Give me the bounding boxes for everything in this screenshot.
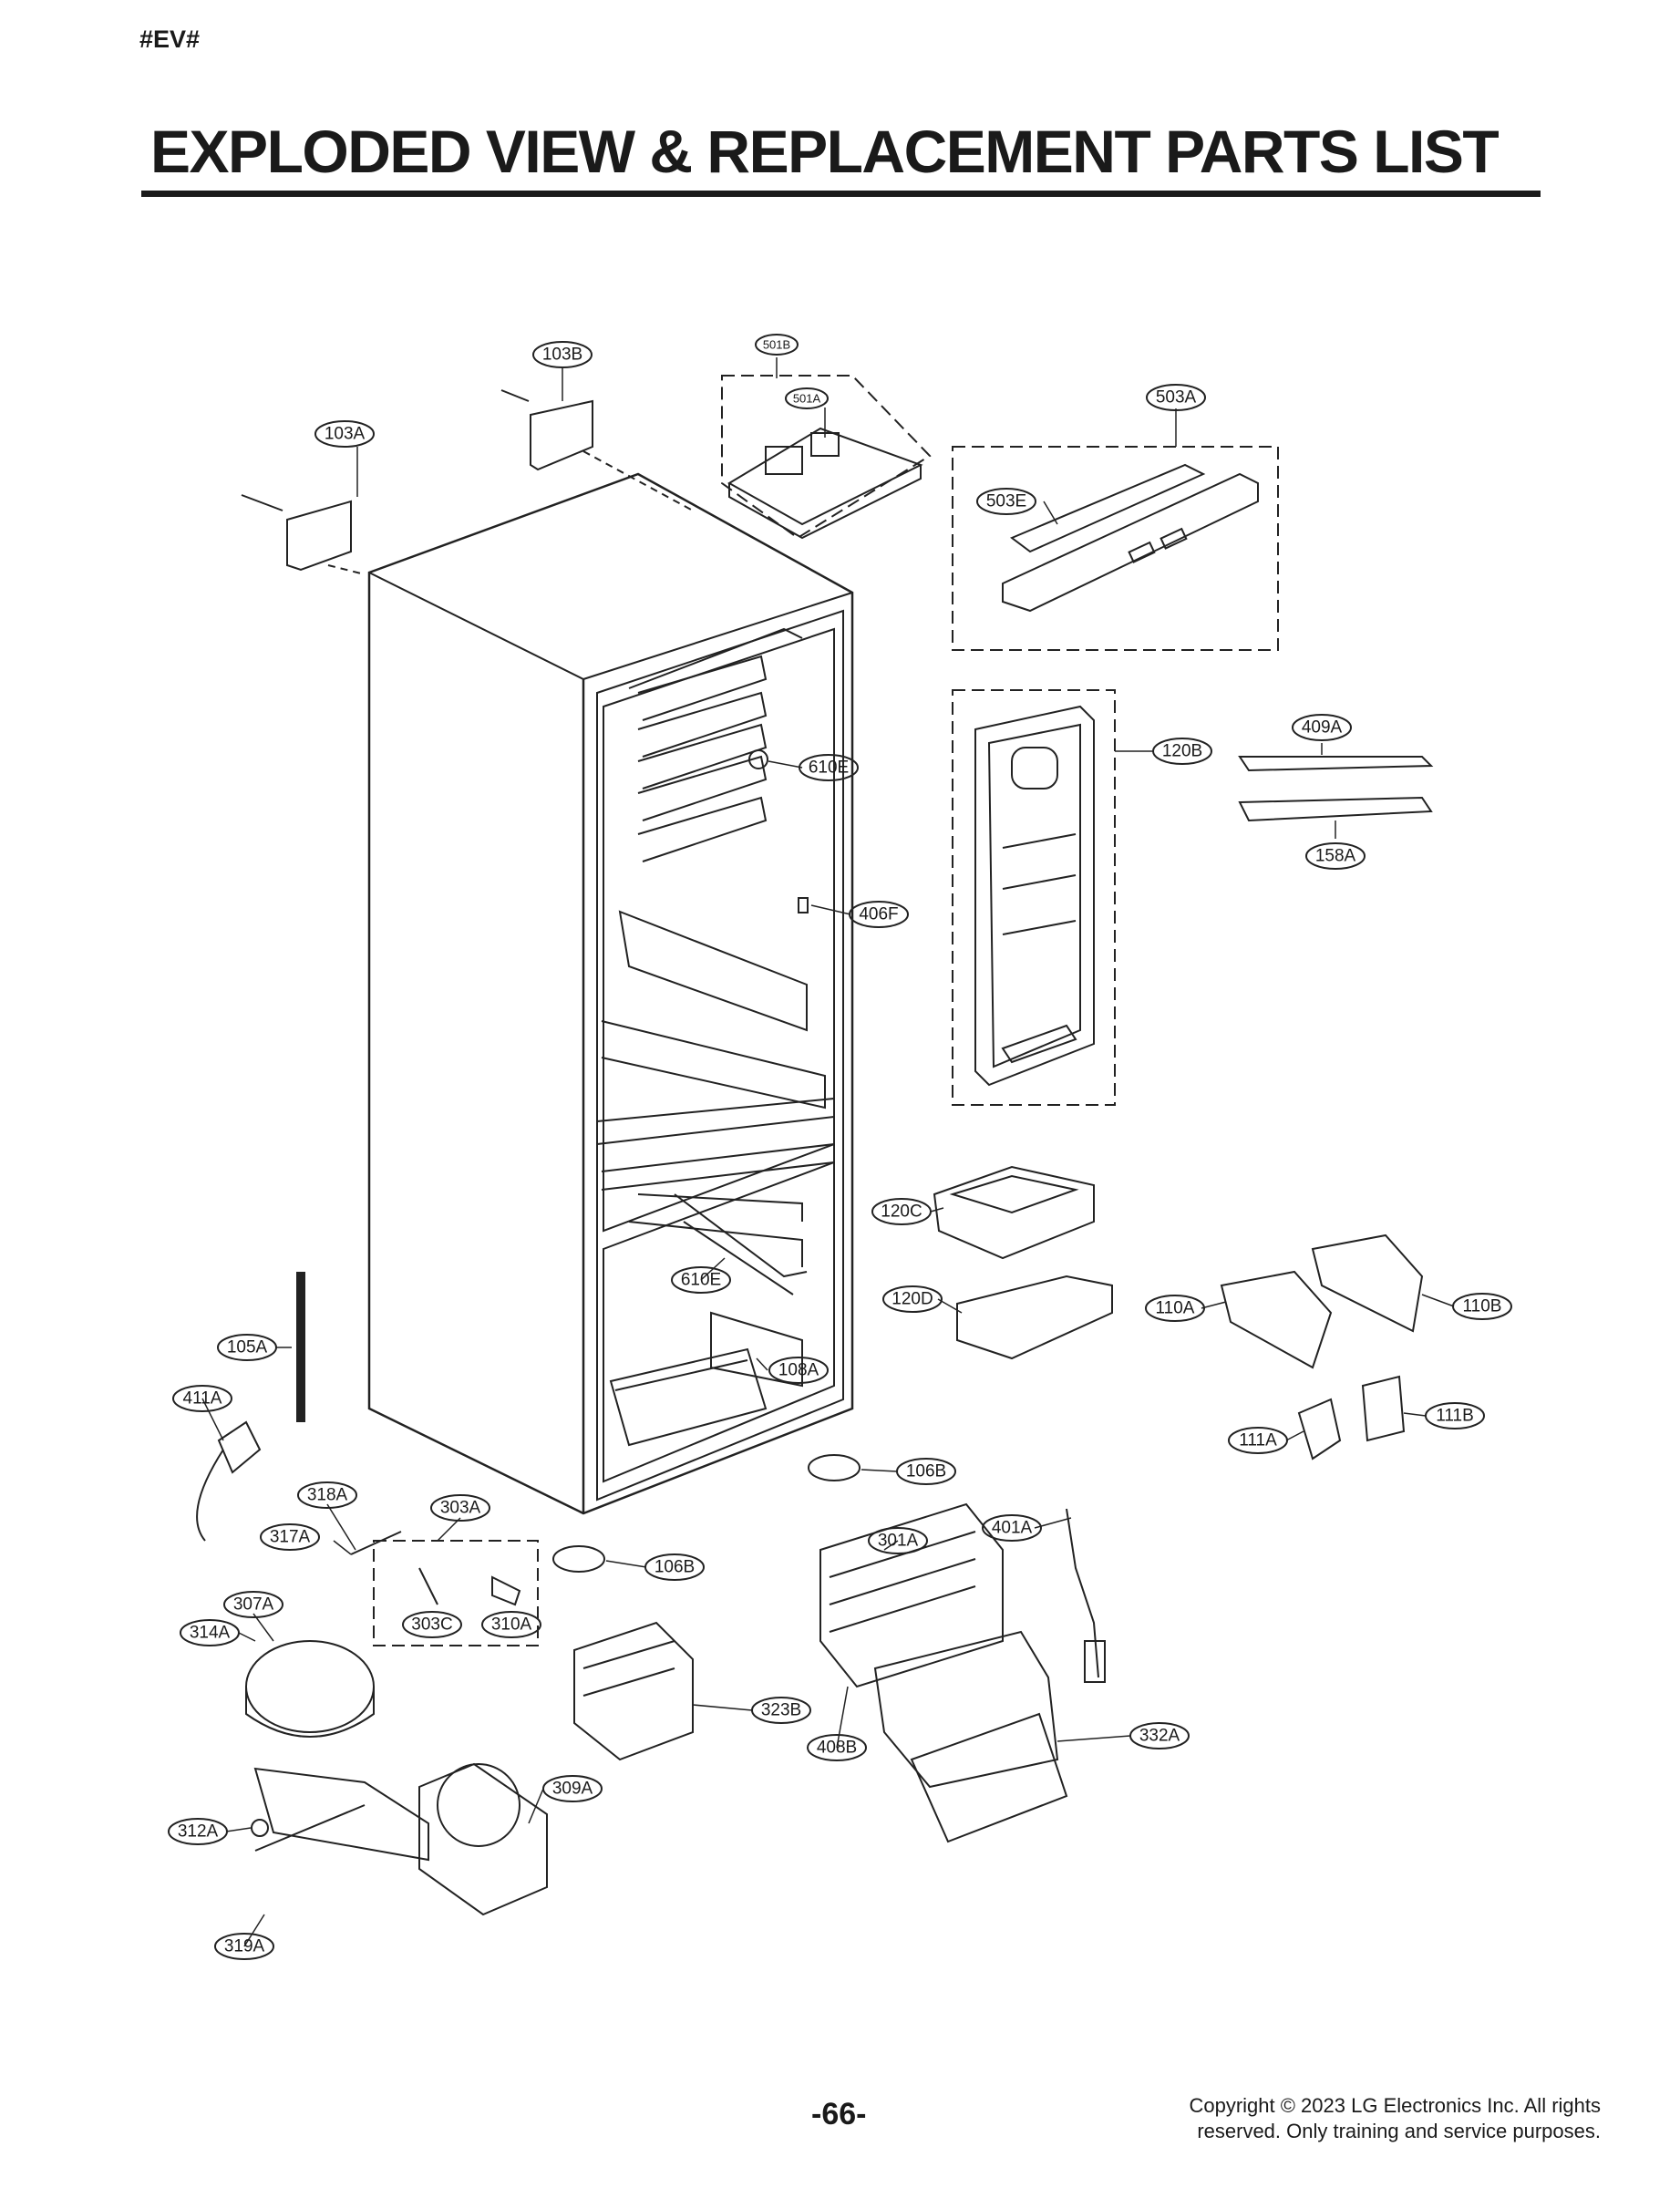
water-and-power-parts [196, 1272, 305, 1542]
copyright-notice: Copyright © 2023 LG Electronics Inc. All… [1189, 2093, 1601, 2144]
svg-text:111A: 111A [1239, 1431, 1277, 1450]
svg-text:303C: 303C [411, 1615, 452, 1635]
callout-label: 110A [1145, 1295, 1205, 1322]
door-panel-group [952, 689, 1116, 1106]
svg-text:409A: 409A [1302, 718, 1343, 738]
callout-label: 408B [807, 1734, 867, 1761]
callout-label: 503E [976, 488, 1036, 515]
callout-label: 312A [168, 1818, 228, 1845]
svg-text:108A: 108A [778, 1361, 819, 1380]
leader-lines [201, 357, 1455, 1947]
callout-label: 610E [671, 1266, 731, 1294]
callout-label: 307A [223, 1591, 283, 1618]
svg-text:312A: 312A [178, 1822, 219, 1842]
trim-strips [1238, 756, 1434, 822]
svg-text:501B: 501B [763, 338, 790, 352]
display-pcb-group [952, 446, 1279, 651]
callout-label: 309A [542, 1775, 603, 1802]
callout-label: 103A [314, 420, 375, 448]
callout-label: 610E [799, 754, 859, 781]
svg-text:408B: 408B [817, 1739, 857, 1758]
svg-text:503A: 503A [1156, 388, 1197, 408]
callout-label: 317A [260, 1523, 320, 1551]
page-title: EXPLODED VIEW & REPLACEMENT PARTS LIST [150, 118, 1500, 185]
callout-label: 501B [755, 334, 799, 356]
svg-text:501A: 501A [793, 392, 821, 406]
callout-label: 406F [849, 901, 909, 928]
main-pcb-group [721, 375, 932, 540]
svg-text:111B: 111B [1436, 1407, 1474, 1426]
svg-text:103A: 103A [325, 425, 366, 444]
svg-text:317A: 317A [270, 1528, 311, 1547]
callout-label: 158A [1305, 842, 1366, 870]
callout-label: 106B [896, 1458, 956, 1485]
svg-text:318A: 318A [307, 1486, 348, 1505]
svg-text:610E: 610E [809, 759, 849, 778]
svg-text:105A: 105A [227, 1338, 268, 1357]
svg-text:120B: 120B [1162, 742, 1202, 761]
bin-parts [933, 1165, 1113, 1360]
callout-label: 111A [1228, 1427, 1288, 1454]
callout-label: 411A [172, 1385, 232, 1412]
callout-label: 314A [180, 1619, 240, 1646]
svg-text:332A: 332A [1139, 1727, 1180, 1746]
svg-text:610E: 610E [681, 1271, 721, 1290]
machine-room-parts [245, 1454, 1106, 1916]
svg-text:406F: 406F [859, 905, 898, 924]
callout-label: 501A [785, 387, 829, 409]
svg-text:110B: 110B [1463, 1297, 1502, 1316]
callout-label: 319A [214, 1933, 274, 1960]
svg-text:120D: 120D [892, 1290, 933, 1309]
svg-text:319A: 319A [224, 1937, 265, 1956]
callout-label: 301A [868, 1527, 928, 1554]
svg-text:106B: 106B [654, 1558, 695, 1577]
refrigerator-cabinet [367, 472, 854, 1515]
callout-label: 110B [1452, 1293, 1512, 1320]
callout-label: 120C [871, 1198, 932, 1225]
svg-text:301A: 301A [878, 1532, 919, 1551]
callout-label: 108A [768, 1357, 829, 1384]
svg-text:158A: 158A [1315, 847, 1356, 866]
callout-label: 106B [644, 1553, 705, 1581]
callout-label: 303A [430, 1494, 490, 1522]
svg-text:120C: 120C [881, 1202, 922, 1222]
callout-label: 303C [402, 1611, 462, 1638]
svg-text:314A: 314A [190, 1624, 231, 1643]
svg-text:411A: 411A [183, 1389, 222, 1409]
svg-text:110A: 110A [1156, 1299, 1195, 1318]
callout-label: 120B [1152, 738, 1212, 765]
callout-label: 105A [217, 1334, 277, 1361]
callout-label: 332A [1129, 1722, 1190, 1749]
callout-label: 323B [751, 1697, 811, 1724]
callout-label: 120D [882, 1285, 943, 1313]
copyright-line-2: reserved. Only training and service purp… [1197, 2120, 1601, 2142]
callout-label: 310A [481, 1611, 541, 1638]
callout-label: 111B [1425, 1402, 1485, 1429]
hinge-covers [241, 389, 694, 575]
svg-text:310A: 310A [491, 1615, 532, 1635]
title-underline [141, 191, 1541, 197]
callout-label: 401A [982, 1514, 1042, 1542]
svg-text:307A: 307A [233, 1595, 274, 1615]
callout-labels: 103B 501B 501A 503A 103A 503E 610E 120B … [168, 334, 1512, 1960]
svg-text:103B: 103B [542, 346, 582, 365]
copyright-line-1: Copyright © 2023 LG Electronics Inc. All… [1189, 2094, 1601, 2117]
svg-text:106B: 106B [906, 1462, 946, 1481]
callout-label: 318A [297, 1481, 357, 1509]
callout-label: 103B [532, 341, 593, 368]
callout-label: 503A [1146, 384, 1206, 411]
page-number: -66- [811, 2097, 867, 2131]
document-tag: #EV# [139, 26, 201, 53]
svg-text:303A: 303A [440, 1499, 481, 1518]
hinge-parts [1220, 1233, 1424, 1460]
svg-text:503E: 503E [986, 492, 1026, 511]
svg-text:401A: 401A [992, 1519, 1033, 1538]
svg-text:323B: 323B [761, 1701, 801, 1720]
callout-label: 409A [1292, 714, 1352, 741]
svg-text:309A: 309A [552, 1780, 593, 1799]
